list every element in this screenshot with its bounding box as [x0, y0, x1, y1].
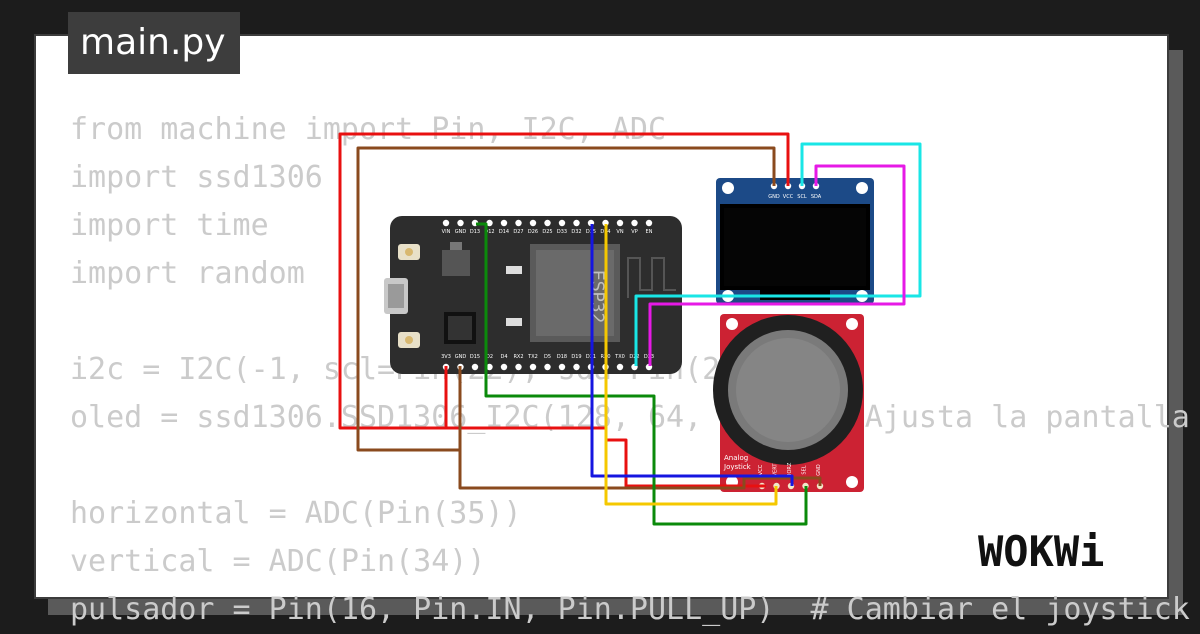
pin[interactable] — [457, 219, 464, 227]
wokwi-logo: WOKWi — [978, 527, 1104, 576]
code-line: import ssd1306 — [70, 160, 323, 195]
wire-yellow[interactable] — [604, 224, 778, 506]
wire-magenta[interactable] — [648, 164, 906, 366]
pin-label: TX0 — [614, 354, 625, 360]
wire-cyan[interactable] — [634, 142, 922, 366]
pin-label: GND — [816, 464, 822, 476]
pin[interactable] — [471, 363, 479, 371]
wires — [338, 132, 922, 526]
pin-label: GND — [455, 354, 467, 360]
pin[interactable] — [573, 219, 580, 227]
joystick-module[interactable]: Analog Joystick VCC VERT HORZ SEL GND — [713, 314, 864, 492]
pin-label: D19 — [571, 354, 581, 360]
pin[interactable] — [573, 363, 580, 371]
pin-label: VP — [631, 229, 637, 235]
code-line: import random — [70, 256, 305, 291]
pin[interactable] — [558, 219, 566, 227]
code-line: pulsador = Pin(16, Pin.IN, Pin.PULL_UP) … — [70, 592, 1190, 627]
wire-brown[interactable] — [458, 370, 822, 490]
pin-label: D15 — [470, 354, 480, 360]
pin-label: RX2 — [513, 354, 523, 360]
pin[interactable] — [500, 363, 508, 371]
joystick-label-1: Analog — [724, 454, 748, 462]
joystick-label-2: Joystick — [723, 463, 752, 471]
pin-label: D14 — [499, 229, 509, 235]
pin[interactable] — [529, 363, 537, 371]
pin[interactable] — [558, 363, 566, 371]
code-line: vertical = ADC(Pin(34)) — [70, 544, 486, 579]
code-line: from machine import Pin, I2C, ADC — [70, 112, 667, 147]
code-line: import time — [70, 208, 269, 243]
pin-label: GND — [455, 229, 467, 235]
wire-green[interactable] — [476, 222, 808, 526]
file-tab[interactable]: main.py — [68, 12, 240, 74]
pin-label: VERT — [773, 463, 779, 477]
esp32-chip-label: ESP32 — [587, 270, 607, 323]
pin-label: D13 — [470, 229, 480, 235]
pin-label: VIN — [442, 229, 451, 235]
pin-label: SEL — [802, 465, 808, 474]
pin-label: D5 — [544, 354, 551, 360]
pin-label: SDA — [811, 194, 822, 200]
pin[interactable] — [515, 219, 522, 227]
pin-label: D18 — [557, 354, 567, 360]
pin-label: SCL — [797, 194, 807, 200]
wire-blue[interactable] — [590, 224, 794, 486]
pin-label: VCC — [758, 464, 764, 475]
pin-label: D4 — [500, 354, 507, 360]
pin[interactable] — [442, 219, 450, 227]
pin-label: D2 — [486, 354, 493, 360]
pin-label: VN — [616, 229, 623, 235]
pin-label: HORZ — [787, 462, 793, 477]
pin-label: D32 — [571, 229, 581, 235]
pin-label: D12 — [484, 229, 494, 235]
pin-label: D27 — [513, 229, 523, 235]
pin[interactable] — [544, 219, 551, 227]
pin-label: D25 — [542, 229, 552, 235]
pin[interactable] — [544, 363, 551, 371]
pin[interactable] — [645, 219, 653, 227]
pin[interactable] — [515, 363, 522, 371]
pin-label: EN — [646, 229, 653, 235]
code-line: horizontal = ADC(Pin(35)) — [70, 496, 522, 531]
pin-label: D33 — [557, 229, 567, 235]
pin-label: TX2 — [527, 354, 538, 360]
pin[interactable] — [529, 219, 537, 227]
pin[interactable] — [616, 219, 624, 227]
code-listing: from machine import Pin, I2C, ADC import … — [70, 106, 1190, 634]
pin[interactable] — [486, 363, 493, 371]
pin[interactable] — [486, 219, 493, 227]
pin-label: D26 — [528, 229, 538, 235]
pin[interactable] — [500, 219, 508, 227]
pin[interactable] — [631, 219, 638, 227]
pin-label: 3V3 — [441, 354, 451, 360]
pin-label: GND — [768, 194, 780, 200]
pin[interactable] — [616, 363, 624, 371]
pin-label: VCC — [783, 194, 794, 200]
